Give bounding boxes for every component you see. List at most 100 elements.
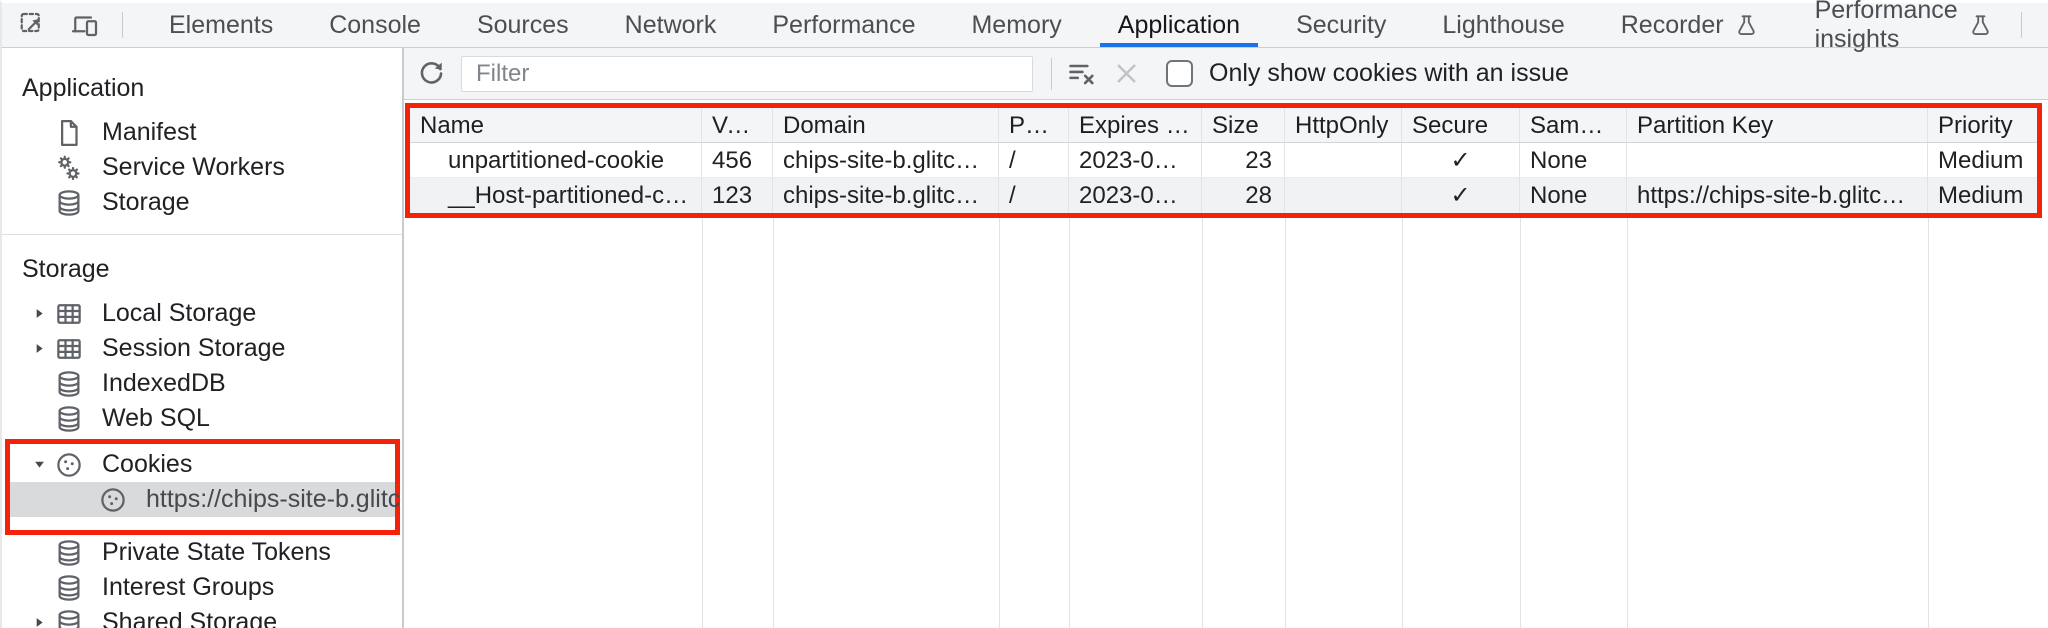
sidebar-item-https-chips-site-b-glitch-me[interactable]: https://chips-site-b.glitch.me [10,482,402,517]
tab-label: Elements [169,10,274,39]
cell-secure: ✓ [1402,178,1520,213]
tab-label: Recorder [1620,10,1724,39]
grid-line [774,218,1000,628]
cell-partition-key [1627,143,1928,178]
toolbar-divider [1051,57,1052,90]
tab-elements[interactable]: Elements [141,3,301,47]
devtools-tabbar: Elements Console Sources Network Performance… [2,0,2048,53]
flask-icon [1734,13,1759,38]
column-header-samesite[interactable]: SameSite [1520,108,1627,143]
sidebar-item-label: Service Workers [102,153,285,181]
highlight-ring-sidebar: Cookies https://chips-site-b.glitch.me [5,439,402,535]
sidebar-item-private-state-tokens[interactable]: Private State Tokens [2,535,402,570]
cell-path: / [999,178,1069,213]
tab-label: Console [329,10,421,39]
column-header-domain[interactable]: Domain [773,108,999,143]
tab-performance[interactable]: Performance [744,3,943,47]
sidebar-item-session-storage[interactable]: Session Storage [2,331,402,366]
grid-line [1000,218,1070,628]
tab-recorder[interactable]: Recorder [1593,3,1787,47]
sidebar-item-web-sql[interactable]: Web SQL [2,401,402,436]
inspect-icon[interactable] [18,10,48,40]
cell-partition-key: https://chips-site-b.glitch.me [1627,178,1928,213]
column-header-httponly[interactable]: HttpOnly [1285,108,1402,143]
tab-application[interactable]: Application [1090,3,1268,47]
sidebar-item-storage[interactable]: Storage [2,185,402,220]
database-icon [54,573,84,603]
empty-grid [411,218,2031,628]
chevron-right-icon[interactable] [24,306,54,321]
sidebar-item-indexeddb[interactable]: IndexedDB [2,366,402,401]
cell-path: / [999,143,1069,178]
cell-samesite: None [1520,178,1627,213]
issues-checkbox-label: Only show cookies with an issue [1209,59,1569,87]
chevron-right-icon[interactable] [24,615,54,628]
column-header-path[interactable]: Path [999,108,1069,143]
sidebar-item-shared-storage[interactable]: Shared Storage [2,605,402,628]
sidebar-item-cookies[interactable]: Cookies [10,447,395,482]
clear-filter-icon[interactable] [1066,58,1097,89]
grid-line [1070,218,1203,628]
chevron-right-icon[interactable] [24,341,54,356]
sidebar-item-service-workers[interactable]: Service Workers [2,150,402,185]
column-header-partition-key[interactable]: Partition Key [1627,108,1928,143]
cookie-icon [98,485,128,515]
sidebar-section-divider [2,234,402,235]
tab-security[interactable]: Security [1268,3,1414,47]
tab-performance-insights[interactable]: Performance insights [1787,0,2021,53]
grid-line [1286,218,1403,628]
filter-input[interactable] [461,55,1033,92]
table-icon [54,299,84,329]
tab-label: Security [1296,10,1387,39]
tab-label: Lighthouse [1442,10,1565,39]
column-header-size[interactable]: Size [1202,108,1285,143]
database-icon [54,188,84,218]
tab-sources[interactable]: Sources [449,3,597,47]
column-header-value[interactable]: Value [702,108,773,143]
cell-size: 28 [1202,178,1285,213]
cell-value: 456 [702,143,773,178]
tab-label: Sources [476,10,569,39]
grid-line [1403,218,1521,628]
issues-checkbox[interactable] [1166,60,1193,87]
tab-memory[interactable]: Memory [943,3,1089,47]
grid-line [1521,218,1628,628]
tabbar-divider [122,12,123,38]
column-header-secure[interactable]: Secure [1402,108,1520,143]
cookies-pane: Only show cookies with an issue NameValu… [404,48,2048,628]
cookies-toolbar: Only show cookies with an issue [404,48,2048,100]
chevron-down-icon[interactable] [24,457,54,472]
tab-network[interactable]: Network [597,3,745,47]
sidebar-item-label: Cookies [102,450,193,478]
clear-icon[interactable] [1111,58,1142,89]
cell-secure: ✓ [1402,143,1520,178]
column-header-name[interactable]: Name [410,108,702,143]
sidebar-item-label: Storage [102,188,190,216]
cell-expires-m: 2023-07-07… [1069,143,1202,178]
tabbar-right-tools [2020,3,2048,47]
sidebar-item-interest-groups[interactable]: Interest Groups [2,570,402,605]
device-toolbar-icon[interactable] [70,10,100,40]
sidebar-item-label: Manifest [102,118,197,146]
tab-strip: Elements Console Sources Network Performance… [141,0,2021,53]
grid-line [1203,218,1286,628]
cell-expires-m: 2023-07-07… [1069,178,1202,213]
flask-icon [1968,13,1993,38]
column-header-expires-m[interactable]: Expires / M… [1069,108,1202,143]
sidebar-item-manifest[interactable]: Manifest [2,115,402,150]
tab-console[interactable]: Console [301,3,449,47]
cell-value: 123 [702,178,773,213]
column-header-priority[interactable]: Priority [1928,108,2037,143]
tab-label: Performance [772,10,916,39]
sidebar-item-local-storage[interactable]: Local Storage [2,296,402,331]
tab-lighthouse[interactable]: Lighthouse [1414,3,1592,47]
cell-name: __Host-partitioned-cookie [410,178,702,213]
tab-label: Application [1117,10,1241,39]
refresh-icon[interactable] [416,58,447,89]
